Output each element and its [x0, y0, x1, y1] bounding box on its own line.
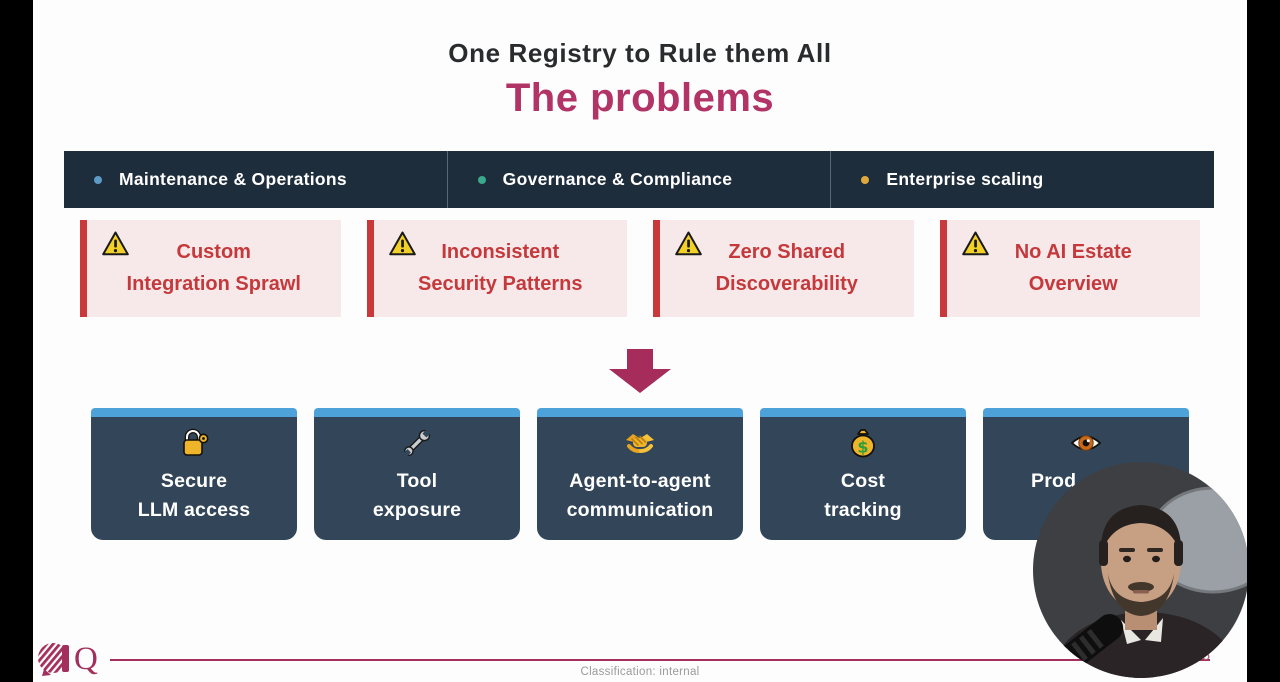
- svg-text:$: $: [857, 438, 868, 457]
- eye-icon: [1070, 435, 1102, 451]
- card-top-strip: [91, 408, 297, 417]
- bullet-dot-icon: [477, 175, 486, 184]
- solution-card-tool-exposure: Tool exposure: [314, 408, 520, 540]
- problem-card-security-patterns: Inconsistent Security Patterns: [366, 220, 627, 317]
- card-top-strip: [314, 408, 520, 417]
- problem-card-discoverability: Zero Shared Discoverability: [653, 220, 914, 317]
- solution-text-line: Prod: [1031, 470, 1077, 492]
- category-bar: Maintenance & Operations Governance & Co…: [64, 151, 1214, 208]
- problem-text-line: Inconsistent: [441, 241, 560, 263]
- money-bag-icon: $: [851, 429, 875, 458]
- solution-text-line: communication: [566, 499, 714, 521]
- wrench-icon: [403, 428, 432, 457]
- down-arrow-icon: [609, 349, 671, 393]
- problem-text-line: Discoverability: [715, 272, 858, 295]
- problem-text-line: Custom: [176, 241, 251, 263]
- solution-card-cost-tracking: $ Cost tracking: [760, 408, 966, 540]
- webcam-overlay: [1033, 462, 1249, 678]
- warning-icon: [675, 231, 702, 256]
- bullet-dot-icon: [861, 175, 870, 184]
- letterbox-bar-left: [0, 0, 33, 682]
- eyebrow-left: [1119, 548, 1135, 552]
- eye-right: [1152, 555, 1160, 563]
- lock-icon: [183, 428, 209, 456]
- solution-cards-row: Secure LLM access Tool exposure: [91, 408, 1189, 540]
- solution-text-line: tracking: [824, 499, 902, 521]
- card-top-strip: [983, 408, 1189, 417]
- problem-cards-row: Custom Integration Sprawl Inconsistent S…: [80, 220, 1200, 317]
- solution-text-line: LLM access: [137, 499, 251, 521]
- category-enterprise-scaling: Enterprise scaling: [830, 151, 1214, 208]
- solution-text-line: Tool: [396, 470, 438, 492]
- warning-icon: [388, 231, 416, 256]
- eyebrow-right: [1147, 548, 1163, 552]
- handshake-icon: [626, 434, 654, 453]
- eye-left: [1123, 555, 1131, 563]
- solution-text-line: exposure: [372, 499, 462, 521]
- mouth: [1133, 590, 1149, 594]
- category-governance-compliance: Governance & Compliance: [446, 151, 831, 208]
- slide-subtitle: The problems: [505, 76, 775, 120]
- classification-label: Classification: internal: [580, 666, 700, 678]
- problem-card-integration-sprawl: Custom Integration Sprawl: [80, 220, 341, 317]
- solution-text-line: Agent-to-agent: [569, 470, 711, 492]
- logo-letter: Q: [74, 641, 98, 677]
- logo-striped-disc: [38, 643, 68, 673]
- mustache: [1128, 582, 1154, 592]
- person-hair: [1100, 505, 1182, 554]
- problem-text-line: Security Patterns: [417, 272, 583, 295]
- solution-text-line: Cost: [840, 470, 886, 492]
- problem-text-line: Integration Sprawl: [126, 272, 301, 295]
- warning-icon: [961, 231, 989, 256]
- card-body: Agent-to-agent communication: [537, 417, 743, 540]
- category-label: Governance & Compliance: [502, 169, 733, 189]
- warning-icon: [102, 231, 129, 256]
- problem-text-line: No AI Estate: [1014, 241, 1132, 263]
- letterbox-bar-right: [1247, 0, 1280, 682]
- slide-title: One Registry to Rule them All: [448, 38, 832, 68]
- card-body: Tool exposure: [314, 417, 520, 540]
- problem-text-line: Overview: [1028, 272, 1118, 295]
- category-label: Enterprise scaling: [886, 169, 1044, 189]
- footer-divider-line: [110, 659, 1210, 661]
- card-body: $ Cost tracking: [760, 417, 966, 540]
- solution-card-agent-communication: Agent-to-agent communication: [537, 408, 743, 540]
- bullet-dot-icon: [94, 175, 102, 184]
- category-label: Maintenance & Operations: [119, 169, 347, 189]
- company-logo: Q: [38, 641, 98, 677]
- card-body: Secure LLM access: [91, 417, 297, 540]
- card-top-strip: [537, 408, 743, 417]
- person-face: [1101, 513, 1181, 611]
- category-maintenance-operations: Maintenance & Operations: [64, 151, 447, 208]
- person-beard: [1107, 566, 1175, 616]
- problem-text-line: Zero Shared: [728, 241, 846, 263]
- problem-card-ai-estate: No AI Estate Overview: [939, 220, 1200, 317]
- card-top-strip: [760, 408, 966, 417]
- solution-text-line: Secure: [160, 470, 228, 492]
- solution-card-secure-llm-access: Secure LLM access: [91, 408, 297, 540]
